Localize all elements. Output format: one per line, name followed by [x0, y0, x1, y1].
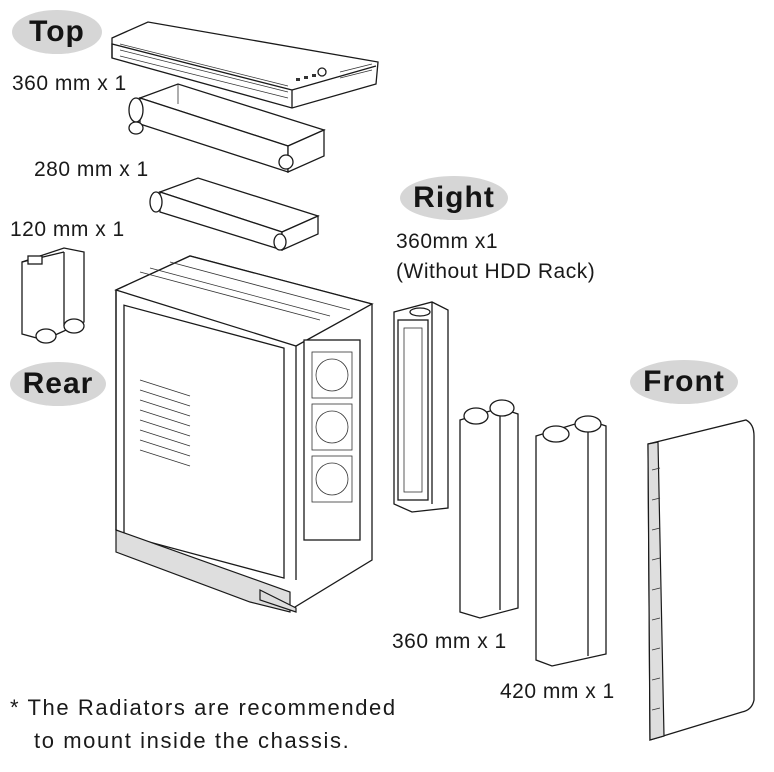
- top-panel: [111, 21, 379, 109]
- radiator-top-280: [149, 177, 320, 252]
- caption-right-360: 360mm x1: [396, 230, 499, 253]
- label-right: Right: [400, 176, 508, 220]
- label-rear: Rear: [10, 362, 106, 406]
- label-front: Front: [630, 360, 738, 404]
- caption-top-360: 360 mm x 1: [12, 72, 127, 95]
- footnote-line2: to mount inside the chassis.: [34, 728, 351, 753]
- caption-front-360: 360 mm x 1: [392, 630, 507, 653]
- radiator-right-360: [393, 301, 449, 513]
- front-panel: [647, 419, 755, 741]
- radiator-front-420: [535, 415, 607, 667]
- footnote-line1: * The Radiators are recommended: [10, 695, 397, 720]
- radiator-top-360: [128, 83, 326, 174]
- caption-top-280: 280 mm x 1: [34, 158, 149, 181]
- chassis: [114, 255, 374, 613]
- radiator-120: [21, 247, 85, 344]
- caption-right-note: (Without HDD Rack): [396, 260, 596, 283]
- caption-front-420: 420 mm x 1: [500, 680, 615, 703]
- label-top: Top: [12, 10, 102, 54]
- caption-top-120: 120 mm x 1: [10, 218, 125, 241]
- radiator-front-360: [459, 399, 519, 619]
